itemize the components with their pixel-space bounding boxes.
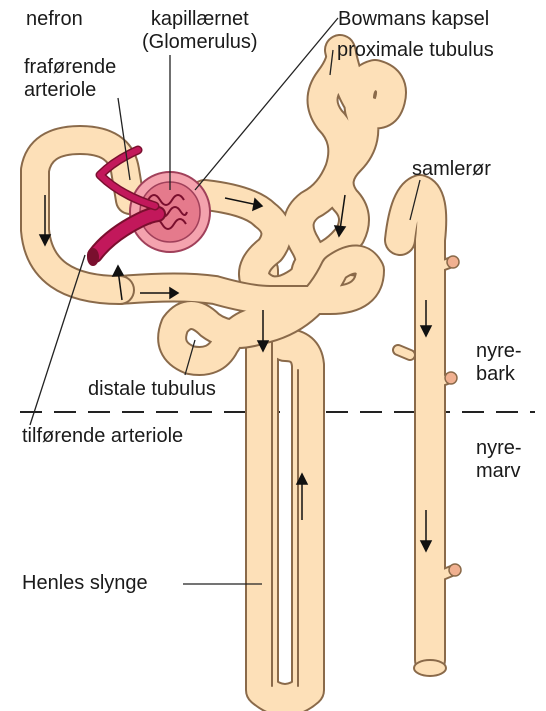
label-nefron: nefron [26,8,83,31]
label-proximale-tubulus: proximale tubulus [337,39,494,62]
collecting-duct [398,190,461,676]
label-nyrebark: nyre- bark [476,340,522,386]
label-fraforende-arteriole: fraførende arteriole [24,56,116,102]
label-samleror: samlerør [412,158,491,181]
label-henles-slynge: Henles slynge [22,572,148,595]
label-fraforende-line1: fraførende [24,56,116,79]
label-nyremarv-line2: marv [476,460,522,483]
label-distale-tubulus: distale tubulus [88,378,216,401]
label-bowmans-kapsel: Bowmans kapsel [338,8,489,31]
label-nyrebark-line1: nyre- [476,340,522,363]
collecting-branch-end [447,256,459,268]
label-tilforende-arteriole: tilførende arteriole [22,425,183,448]
collecting-branch-end [449,564,461,576]
label-nyrebark-line2: bark [476,363,522,386]
label-kapillaernet-line1: kapillærnet [142,8,258,31]
label-kapillaernet: kapillærnet (Glomerulus) [142,8,258,54]
label-nyremarv-line1: nyre- [476,437,522,460]
label-fraforende-line2: arteriole [24,79,116,102]
collecting-branch-end [445,372,457,384]
label-nyremarv: nyre- marv [476,437,522,483]
collecting-duct-outlet [414,660,446,676]
label-kapillaernet-line2: (Glomerulus) [142,31,258,54]
